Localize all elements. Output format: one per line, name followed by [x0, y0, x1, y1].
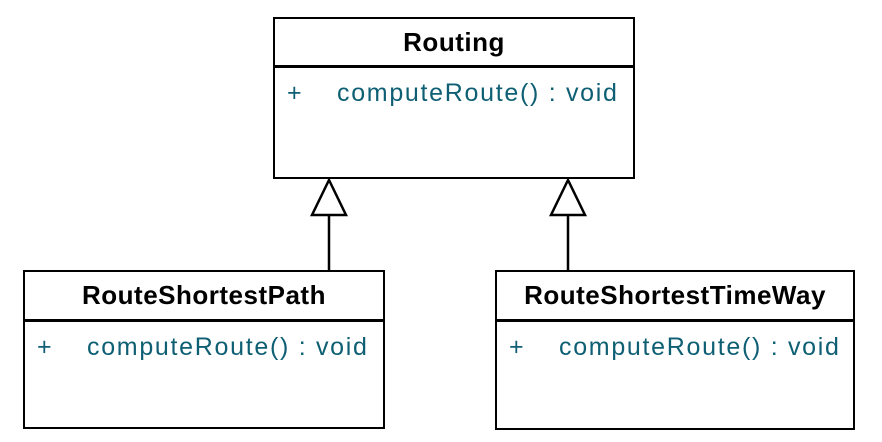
method-row: + computeRoute() : void: [509, 332, 843, 362]
class-name-route-shortest-path: RouteShortestPath: [25, 272, 383, 322]
method-row: + computeRoute() : void: [37, 332, 373, 362]
method-signature: computeRoute() : void: [337, 79, 619, 107]
visibility-symbol: +: [287, 79, 302, 107]
class-box-route-shortest-path: RouteShortestPath + computeRoute() : voi…: [23, 270, 385, 429]
methods-compartment-route-shortest-path: + computeRoute() : void: [25, 322, 383, 427]
methods-compartment-route-shortest-time-way: + computeRoute() : void: [497, 322, 853, 428]
class-name-routing: Routing: [275, 19, 633, 68]
method-row: + computeRoute() : void: [287, 78, 623, 108]
class-box-route-shortest-time-way: RouteShortestTimeWay + computeRoute() : …: [495, 270, 855, 430]
visibility-symbol: +: [37, 333, 52, 361]
generalization-right: [549, 177, 587, 271]
class-box-routing: Routing + computeRoute() : void: [273, 17, 635, 179]
visibility-symbol: +: [509, 333, 524, 361]
method-signature: computeRoute() : void: [87, 333, 369, 361]
method-signature: computeRoute() : void: [559, 333, 841, 361]
methods-compartment-routing: + computeRoute() : void: [275, 68, 633, 177]
generalization-left: [310, 177, 348, 271]
class-name-route-shortest-time-way: RouteShortestTimeWay: [497, 272, 853, 322]
hollow-triangle-arrowhead-right: [549, 177, 587, 217]
hollow-triangle-arrowhead-left: [310, 177, 348, 217]
